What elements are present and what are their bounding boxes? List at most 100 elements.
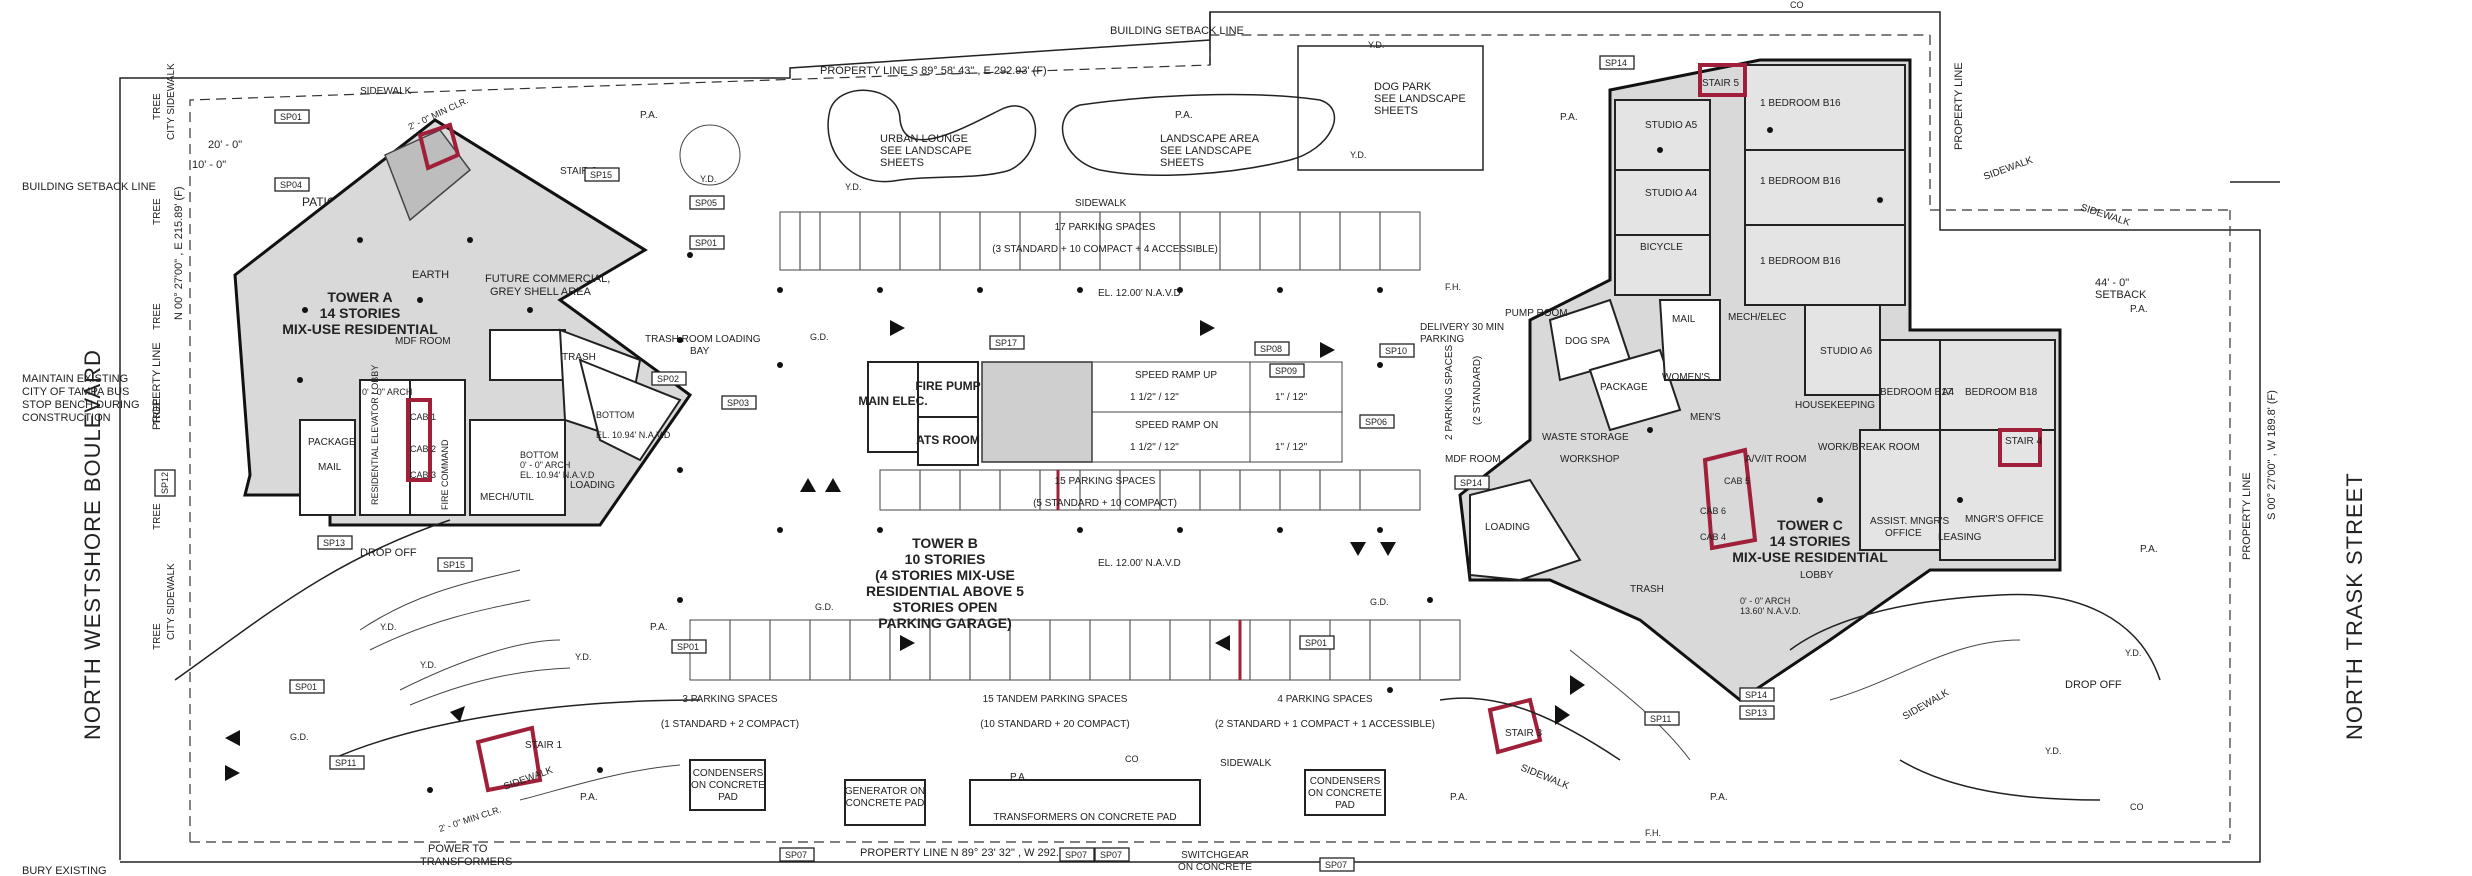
parking-mid-count: 15 PARKING SPACES — [1055, 476, 1156, 487]
yd-label: Y.D. — [845, 182, 861, 192]
tree-label: TREE — [152, 198, 163, 225]
workshop: WORKSHOP — [1560, 454, 1620, 465]
sheet-tags: SP01 SP04 SP15 SP05 SP01 SP02 SP03 SP13 … — [154, 55, 1775, 872]
tower-b-use-3: STORIES OPEN — [893, 599, 998, 615]
tower-a-lobby: RESIDENTIAL ELEVATOR LOBBY — [370, 365, 380, 505]
tower-c-mech: MECH/ELEC — [1728, 312, 1786, 323]
manager-office: MNGR'S OFFICE — [1965, 514, 2044, 525]
sidewalk-garage-top: SIDEWALK — [1075, 198, 1127, 209]
studio-a6: STUDIO A6 — [1820, 346, 1873, 357]
tag-sp10: SP10 — [1385, 346, 1407, 356]
womens-room: WOMEN'S — [1662, 372, 1710, 383]
pa-label: P.A. — [1175, 110, 1193, 121]
fh-label: F.H. — [1645, 828, 1661, 838]
yd-label: Y.D. — [2125, 648, 2141, 658]
tree-label: TREE — [152, 93, 163, 120]
cab6: CAB 6 — [1700, 506, 1726, 516]
pa-label: P.A. — [650, 622, 668, 633]
min-clr-stair1: 2' - 0" MIN CLR. — [438, 804, 503, 834]
tree-label: TREE — [152, 398, 163, 425]
transformers-pad: TRANSFORMERS ON CONCRETE PAD — [993, 812, 1176, 823]
tower-c-name: TOWER C — [1777, 517, 1843, 533]
tower-a-package: PACKAGE — [308, 437, 356, 448]
tower-a-bottom: BOTTOM — [520, 450, 558, 460]
tower-c-lobby-el: 13.60' N.A.V.D. — [1740, 606, 1801, 616]
el-12-mid: EL. 12.00' N.A.V.D — [1098, 558, 1181, 569]
tag-sp01e: SP01 — [1305, 638, 1327, 648]
sidewalk-lobby: SIDEWALK — [1901, 687, 1951, 722]
tag-sp01d: SP01 — [677, 642, 699, 652]
yd-label: Y.D. — [1350, 150, 1366, 160]
pa-label: P.A. — [1010, 772, 1028, 783]
housekeeping: HOUSEKEEPING — [1795, 400, 1875, 411]
bedroom-b18: BEDROOM B18 — [1965, 387, 2038, 398]
property-line-bottom: PROPERTY LINE N 89° 23' 32" , W 292.93' … — [860, 847, 1090, 859]
tag-sp07b: SP07 — [1065, 850, 1087, 860]
work-break-room: WORK/BREAK ROOM — [1818, 442, 1920, 453]
sidewalk-garage-bottom: SIDEWALK — [1220, 758, 1272, 769]
ats-room-label: ATS ROOM — [916, 433, 980, 447]
tag-sp14c: SP14 — [1745, 690, 1767, 700]
tree-label: TREE — [152, 623, 163, 650]
tower-c — [1458, 58, 2062, 755]
tower-a-arch: 0' - 0" ARCH — [362, 387, 412, 397]
pump-room: PUMP ROOM — [1505, 308, 1568, 319]
tower-c-package: PACKAGE — [1600, 382, 1648, 393]
site-roadways — [174, 519, 2161, 801]
tower-a-stories: 14 STORIES — [320, 305, 401, 321]
tag-sp01c: SP01 — [295, 682, 317, 692]
setback-dimension: 44' - 0" — [2095, 277, 2129, 289]
tag-sp11: SP11 — [335, 758, 356, 768]
city-sidewalk-west-bottom: CITY SIDEWALK — [166, 563, 177, 640]
tag-sp15b: SP15 — [443, 560, 465, 570]
parking-top-mix: (3 STANDARD + 10 COMPACT + 4 ACCESSIBLE) — [992, 244, 1218, 255]
structural-columns — [297, 127, 1963, 793]
av-it-room: A/V/IT ROOM — [1745, 454, 1807, 465]
tag-sp17: SP17 — [995, 338, 1017, 348]
tower-c-arch: 0' - 0" ARCH — [1740, 596, 1790, 606]
gd-label: G.D. — [1370, 597, 1389, 607]
tower-a-mdf: MDF ROOM — [395, 336, 451, 347]
building-setback-top: BUILDING SETBACK LINE — [1110, 25, 1244, 37]
co-label: CO — [1790, 0, 1804, 10]
tag-sp14: SP14 — [1460, 478, 1482, 488]
property-line-top-right-label: PROPERTY LINE — [1953, 62, 1965, 150]
street-trees-west: TREE TREE TREE TREE TREE TREE — [152, 93, 163, 650]
tower-c-mail: MAIL — [1672, 314, 1696, 325]
fh-label: F.H. — [1445, 282, 1461, 292]
speed-ramp-up: SPEED RAMP UP — [1135, 370, 1217, 381]
gd-label: G.D. — [815, 602, 834, 612]
pa-label: P.A. — [2140, 544, 2158, 555]
waste-storage: WASTE STORAGE — [1542, 432, 1629, 443]
bedroom-b16-2: 1 BEDROOM B16 — [1760, 176, 1841, 187]
drop-off-west: DROP OFF — [360, 547, 417, 559]
cab4: CAB 4 — [1700, 532, 1726, 542]
tower-b-garage — [475, 211, 1461, 826]
ramp-slope-1: 1 1/2" / 12" — [1130, 392, 1179, 403]
pa-label: P.A. — [2130, 304, 2148, 315]
tower-a-mech: MECH/UTIL — [480, 492, 534, 503]
property-line-top: PROPERTY LINE S 89° 58' 43" , E 292.93' … — [820, 65, 1047, 77]
tag-sp05: SP05 — [695, 198, 717, 208]
two-parking-std: (2 STANDARD) — [1472, 356, 1483, 425]
studio-a5: STUDIO A5 — [1645, 120, 1698, 131]
sidewalk-stair3: SIDEWALK — [1519, 763, 1571, 793]
tower-b-stories: 10 STORIES — [905, 551, 986, 567]
tower-c-lobby: LOBBY — [1800, 570, 1834, 581]
stair1-label: STAIR 1 — [525, 740, 562, 751]
tree-label: TREE — [152, 303, 163, 330]
parking-b3-mix: (2 STANDARD + 1 COMPACT + 1 ACCESSIBLE) — [1215, 719, 1435, 730]
tower-a-name: TOWER A — [327, 289, 392, 305]
stair3: STAIR 3 — [1505, 728, 1542, 739]
tower-a-stair2: STAIR 2 — [560, 166, 597, 177]
ramp-slope-3: 1 1/2" / 12" — [1130, 442, 1179, 453]
two-parking: 2 PARKING SPACES — [1444, 344, 1455, 440]
tower-b-name: TOWER B — [912, 535, 978, 551]
tag-sp04: SP04 — [280, 180, 302, 190]
